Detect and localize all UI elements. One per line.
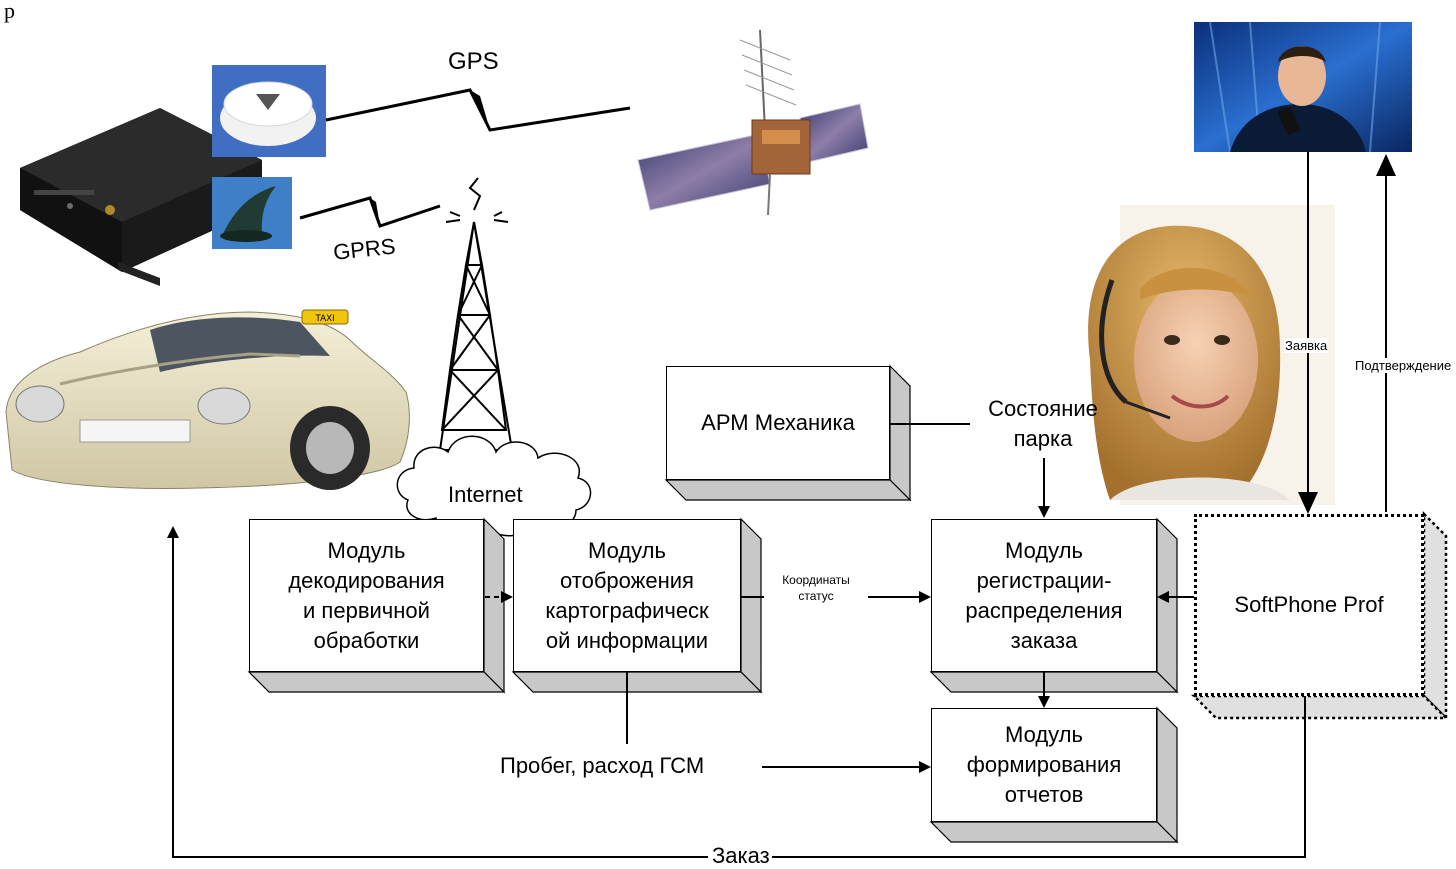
gprs-antenna-image	[212, 177, 292, 249]
reports-module-line: отчетов	[1004, 782, 1084, 807]
park-state-line: парка	[1013, 426, 1073, 451]
reports-module-line: формирования	[966, 752, 1122, 777]
request-label: Заявка	[1284, 338, 1329, 353]
page-title-fragment: р	[4, 0, 15, 23]
gps-antenna-image	[212, 65, 326, 157]
gps-label: GPS	[448, 48, 499, 75]
park-state-label: Состояние парка	[972, 394, 1114, 454]
order-registration-module-box: Модуль регистрации- распределения заказа	[931, 519, 1157, 672]
order-registration-module-line: Модуль	[1005, 537, 1083, 563]
taxi-car-image: TAXI	[5, 309, 410, 490]
decoding-module-line: и первичной	[303, 597, 430, 623]
gps-tracker-device-image	[20, 108, 262, 286]
softphone-box-extrusion	[1190, 510, 1450, 722]
reports-module-line: Модуль	[1005, 722, 1083, 747]
order-registration-module-line: заказа	[1010, 627, 1078, 653]
softphone-box: SoftPhone Prof	[1194, 514, 1424, 696]
order-to-taxi-arrow	[167, 526, 708, 858]
operator-photo	[1088, 205, 1335, 505]
mechanic-workstation-label: АРМ Механика	[701, 410, 855, 435]
decoding-module-line: декодирования	[288, 567, 445, 593]
svg-text:TAXI: TAXI	[315, 313, 334, 323]
map-display-module-line: картографическ	[545, 597, 709, 623]
order-return-line	[769, 696, 1306, 858]
gprs-lightning-link	[299, 196, 441, 228]
order-registration-module-line: регистрации-	[976, 567, 1112, 593]
mileage-fuel-label: Пробег, расход ГСМ	[500, 753, 705, 778]
confirmation-label: Подтверждение	[1354, 358, 1453, 373]
map-display-module-line: ой информации	[545, 627, 709, 653]
map-display-module-box: Модуль отоброжения картографическ ой инф…	[513, 519, 741, 672]
order-registration-module-line: распределения	[965, 597, 1123, 623]
radio-tower-image	[438, 177, 514, 451]
order-label: Заказ	[710, 843, 772, 869]
softphone-label: SoftPhone Prof	[1234, 592, 1384, 617]
reports-module-box: Модуль формирования отчетов	[931, 708, 1157, 822]
coordinates-status-line: статус	[798, 589, 834, 603]
map-display-module-line: отоброжения	[560, 567, 694, 593]
mechanic-workstation-box: АРМ Механика	[666, 366, 890, 480]
coordinates-status-line: Координаты	[782, 573, 850, 587]
decoding-module-box: Модуль декодирования и первичной обработ…	[249, 519, 484, 672]
decoding-module-line: Модуль	[327, 537, 406, 563]
satellite-image	[637, 29, 869, 216]
businessman-photo	[1194, 21, 1412, 153]
decoding-module-line: обработки	[313, 627, 420, 653]
map-display-module-line: Модуль	[588, 537, 666, 563]
coordinates-status-label: Координаты статус	[764, 572, 868, 604]
box-3d-extrusions	[247, 364, 1179, 844]
park-state-line: Состояние	[988, 396, 1098, 421]
internet-label: Internet	[448, 482, 523, 507]
